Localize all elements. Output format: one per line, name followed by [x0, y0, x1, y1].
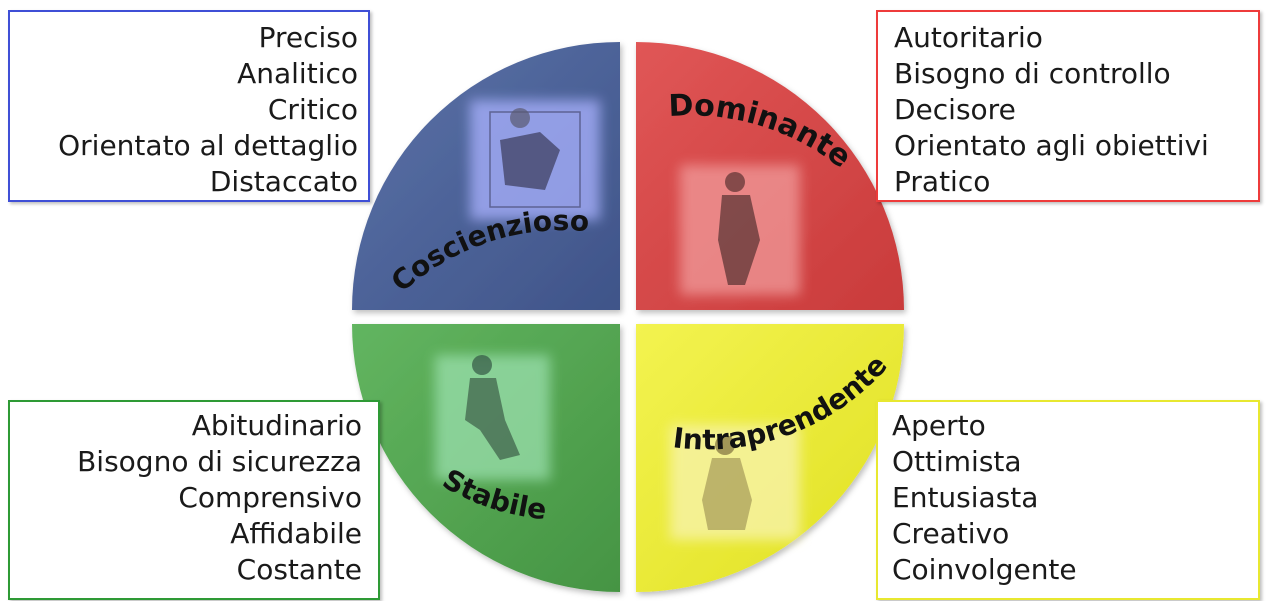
trait-item: Aperto — [892, 409, 986, 442]
traits-box-dominante: Autoritario Bisogno di controllo Decisor… — [876, 10, 1260, 202]
trait-item: Costante — [236, 553, 362, 586]
illustration-analyst — [470, 100, 600, 220]
trait-item: Autoritario — [894, 21, 1043, 54]
trait-item: Preciso — [258, 21, 358, 54]
trait-item: Coinvolgente — [892, 553, 1077, 586]
trait-item: Orientato agli obiettivi — [894, 129, 1209, 162]
trait-item: Pratico — [894, 165, 991, 198]
trait-item: Abitudinario — [191, 409, 362, 442]
trait-item: Comprensivo — [178, 481, 362, 514]
traits-box-stabile: Abitudinario Bisogno di sicurezza Compre… — [8, 400, 380, 600]
trait-item: Bisogno di sicurezza — [77, 445, 362, 478]
trait-item: Decisore — [894, 93, 1016, 126]
traits-box-intraprendente: Aperto Ottimista Entusiasta Creativo Coi… — [876, 400, 1260, 600]
illustration-enthusiastic-woman — [670, 425, 800, 540]
trait-item: Entusiasta — [892, 481, 1039, 514]
trait-item: Orientato al dettaglio — [58, 129, 358, 162]
trait-item: Ottimista — [892, 445, 1022, 478]
trait-item: Bisogno di controllo — [894, 57, 1171, 90]
trait-item: Critico — [267, 93, 358, 126]
traits-box-coscienzioso: Preciso Analitico Critico Orientato al d… — [8, 10, 370, 202]
trait-item: Analitico — [237, 57, 358, 90]
trait-item: Creativo — [892, 517, 1010, 550]
illustration-seated-man — [435, 355, 550, 480]
trait-item: Distaccato — [209, 165, 358, 198]
trait-item: Affidabile — [230, 517, 362, 550]
illustration-manager — [680, 165, 800, 295]
